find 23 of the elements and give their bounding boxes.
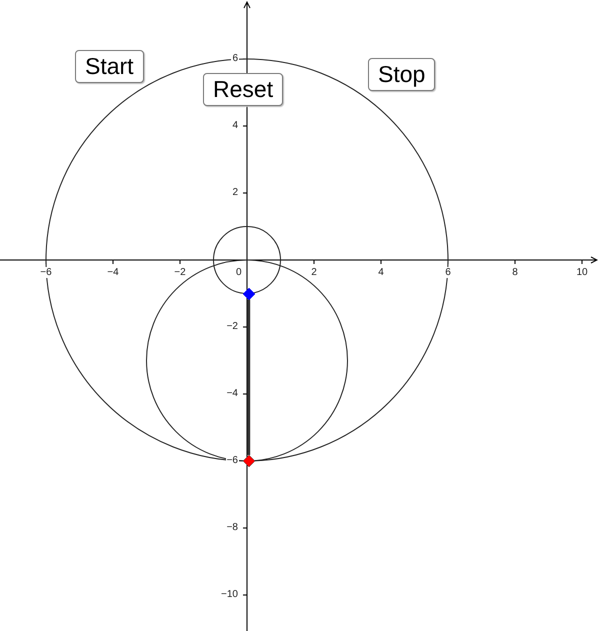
tick-label: −8 bbox=[226, 522, 239, 533]
tick-label: 6 bbox=[231, 53, 239, 64]
tick-label: 4 bbox=[377, 267, 385, 278]
tick-label: −2 bbox=[173, 267, 187, 278]
tick-label: −6 bbox=[226, 455, 239, 466]
tick-label: −4 bbox=[106, 267, 120, 278]
tick-label: 2 bbox=[310, 267, 318, 278]
tick-label: 0 bbox=[235, 267, 243, 278]
tick-label: −4 bbox=[226, 388, 239, 399]
tick-label: −2 bbox=[226, 321, 239, 332]
button: Stop bbox=[368, 58, 436, 91]
tick-label: 4 bbox=[231, 120, 239, 131]
point-diamond bbox=[242, 455, 255, 467]
tick-label: 2 bbox=[231, 187, 239, 198]
point-diamond bbox=[242, 288, 255, 300]
tick-label: 6 bbox=[444, 267, 452, 278]
button: Start bbox=[75, 50, 144, 83]
tick-label: −10 bbox=[220, 589, 239, 600]
tick-label: 8 bbox=[511, 267, 519, 278]
tick-label: 10 bbox=[575, 267, 589, 278]
segment-line bbox=[247, 300, 250, 455]
button: Reset bbox=[203, 73, 284, 106]
tick-label: −6 bbox=[39, 267, 53, 278]
